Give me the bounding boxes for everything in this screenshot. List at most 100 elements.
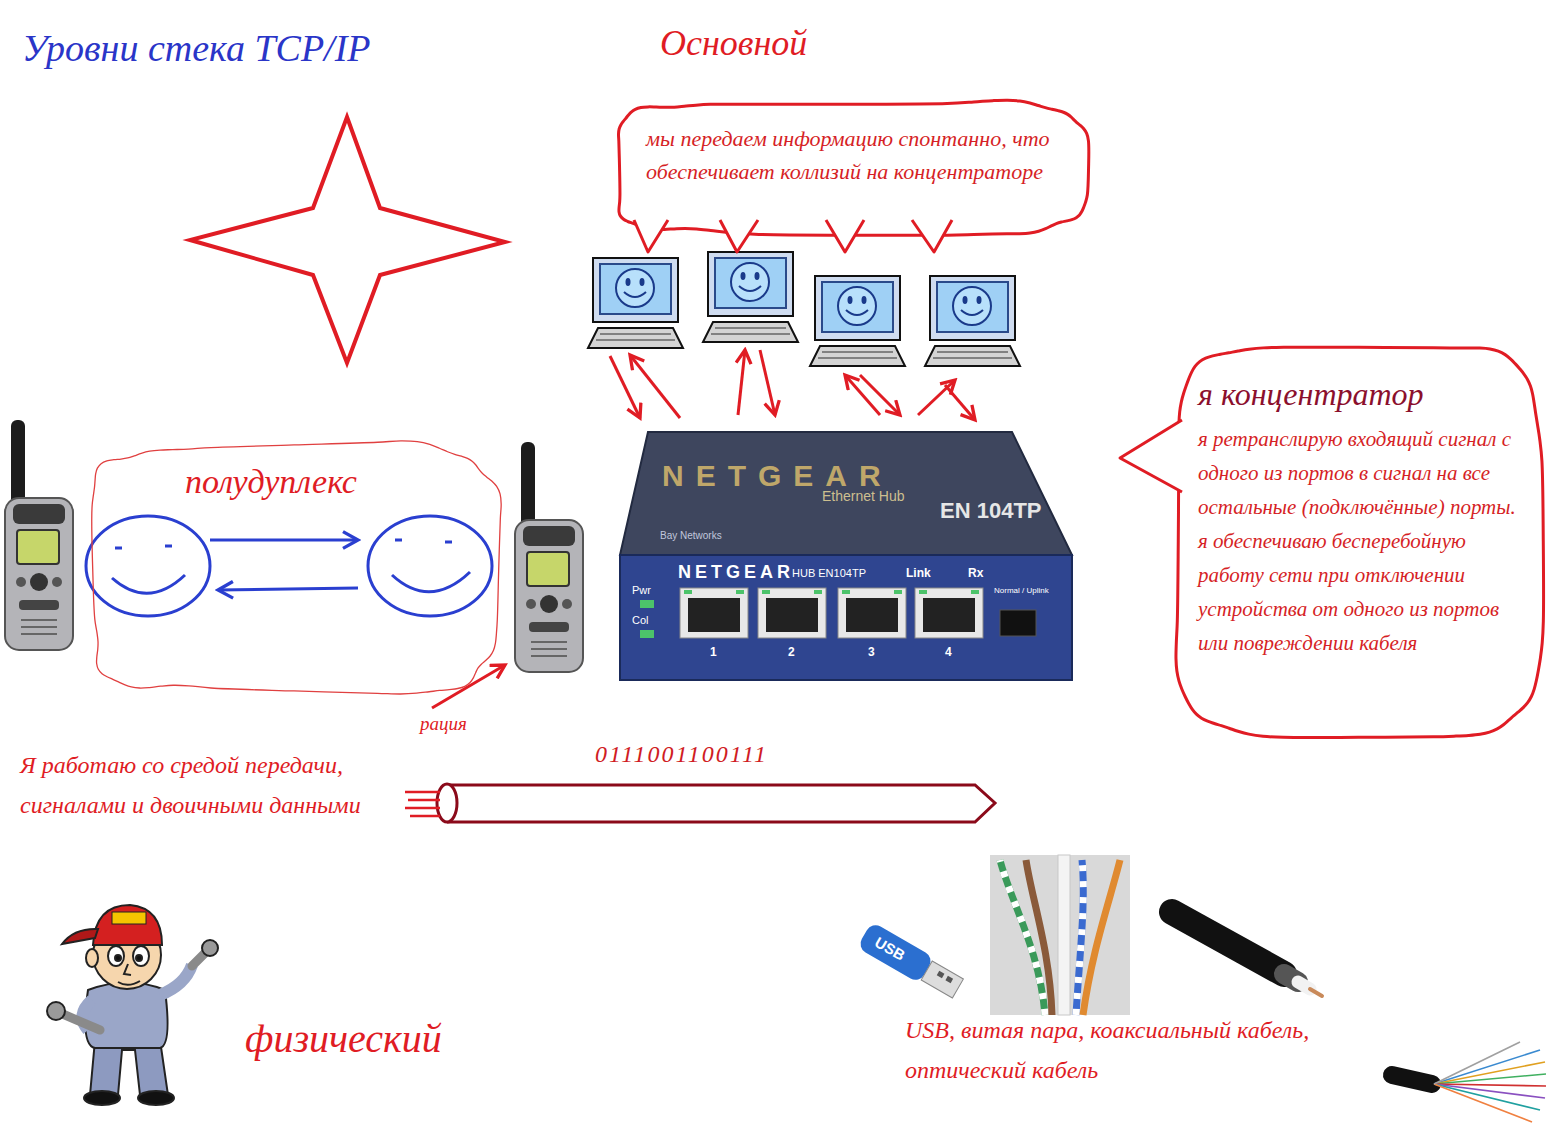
mechanic-figure-part: [124, 964, 131, 975]
computer-icons-part: [925, 276, 1020, 366]
twisted-pair: [990, 855, 1130, 1015]
bubble-tail: [912, 220, 952, 252]
model-text: HUB EN104TP: [792, 567, 866, 580]
usb-stick-part: [937, 971, 945, 978]
cable-shape-part: [405, 792, 440, 816]
layer-subtitle: Основной: [660, 22, 807, 65]
mechanic-figure-part: [202, 940, 218, 956]
bubble-tail: [720, 220, 758, 252]
node-heading: я концентратор: [1198, 374, 1521, 416]
model-text: EN 104TP: [940, 498, 1042, 524]
layer-note: Я работаю со средой передачи, сигналами …: [20, 745, 365, 825]
smiley-face-part: [368, 516, 492, 616]
bubble-tail: [826, 220, 864, 252]
smiley-face-part: [392, 572, 470, 592]
twisted-pair-part: [1000, 860, 1045, 1015]
hub-device-part: [838, 588, 906, 638]
device-label: рация: [420, 713, 467, 736]
port-number: 4: [945, 645, 952, 659]
fiber-optic-cable-part: [1434, 1084, 1532, 1122]
hub-device-part: [680, 588, 748, 638]
usb-stick: [857, 922, 966, 1002]
usb-stick-part: [857, 922, 934, 984]
led-label: Link: [906, 566, 931, 580]
duplex-arrows: [210, 540, 358, 590]
mechanic-figure-part: [160, 965, 192, 995]
mechanic-figure-part: [85, 983, 167, 1049]
speech-bubble: мы передаем информацию спонтанно, что об…: [612, 98, 1090, 238]
smiley-face-part: [115, 546, 172, 548]
fiber-optic-cable-part: [1434, 1084, 1540, 1110]
smiley-face-part: [86, 516, 210, 616]
hub-device-part-part: [842, 590, 850, 594]
signal-arrows-part: [945, 385, 975, 420]
cable-shape: [405, 784, 995, 822]
mechanic-figure-part: [84, 1091, 120, 1105]
hub-device-part: [688, 598, 740, 632]
hub-device-part: [620, 555, 1072, 680]
fiber-optic-cable-part: [1434, 1042, 1520, 1084]
hub-device: [620, 432, 1072, 680]
node-body: я обеспечиваю бесперебойную работу сети …: [1198, 524, 1521, 660]
hub-device-part: [620, 432, 1072, 555]
mechanic-figure-part: [136, 955, 142, 961]
hub-device-part: [1000, 610, 1036, 636]
star-shape: [190, 117, 505, 363]
fiber-optic-cable-part: [1392, 1075, 1432, 1084]
computer-icons-part: [810, 276, 905, 366]
node-body: я ретранслирую входящий сигнал с одного …: [1198, 422, 1521, 524]
hub-device-part-part: [919, 590, 927, 594]
coaxial-cable: [1172, 912, 1322, 996]
model-text: Ethernet Hub: [822, 488, 905, 505]
led-label: Col: [632, 614, 649, 627]
duplex-arrows-part: [218, 588, 358, 590]
mechanic-figure-part: [118, 981, 140, 985]
signal-arrows: [610, 350, 975, 420]
duplex-arrows-part: [210, 539, 358, 542]
mechanic-figure-part: [112, 912, 146, 924]
coaxial-cable-part: [1310, 989, 1322, 996]
port-number: 3: [868, 645, 875, 659]
hub-device-part: [915, 588, 983, 638]
pointer-arrow: [432, 665, 505, 708]
mechanic-figure-part: [86, 949, 98, 967]
twisted-pair-part: [1076, 860, 1083, 1015]
hub-device-part: [846, 598, 898, 632]
brand-name: Bay Networks: [660, 530, 722, 542]
layer-name: физический: [245, 1015, 442, 1063]
media-list: USB, витая пара, коаксиальный кабель, оп…: [905, 1010, 1355, 1090]
hub-device-part: [640, 590, 979, 638]
led-label: Rx: [968, 566, 983, 580]
cloud-region: полудуплекс: [85, 440, 503, 698]
hub-device-part-part: [894, 590, 902, 594]
callout-tail: [1120, 420, 1182, 492]
signal-arrows-part: [630, 355, 680, 418]
signal-arrows-part: [738, 350, 745, 415]
cloud-outline: [92, 441, 501, 694]
bubble-tail: [634, 220, 668, 252]
signal-arrows-part: [760, 350, 775, 415]
usb-stick-part: [945, 976, 953, 983]
hub-device-part: [923, 598, 975, 632]
bubble-tail: [720, 220, 758, 252]
mechanic-figure-part: [138, 1091, 174, 1105]
twisted-pair-part: [1076, 860, 1083, 1015]
computer-icons-part: [703, 252, 798, 342]
smiley-face-part: [112, 575, 185, 593]
bubble-tail: [826, 220, 864, 252]
fiber-optic-cable-part: [1434, 1062, 1545, 1084]
computer-icons: [588, 252, 1020, 366]
callout-outline: [1176, 347, 1544, 737]
mechanic-figure-part: [62, 929, 98, 944]
mechanic-figure-part: [115, 955, 121, 961]
port-number: 1: [710, 645, 717, 659]
signal-arrows-part: [860, 375, 900, 415]
smiley-face: [86, 516, 492, 616]
node-heading: мы передаем информацию спонтанно, что об…: [646, 122, 1056, 188]
brand-name: NETGEAR: [678, 562, 794, 584]
port-number: 2: [788, 645, 795, 659]
coaxial-cable-part: [1172, 912, 1284, 974]
signal-arrows-part: [918, 380, 955, 415]
hub-device-part-part: [736, 590, 744, 594]
fiber-optic-cable: [1392, 1042, 1546, 1122]
